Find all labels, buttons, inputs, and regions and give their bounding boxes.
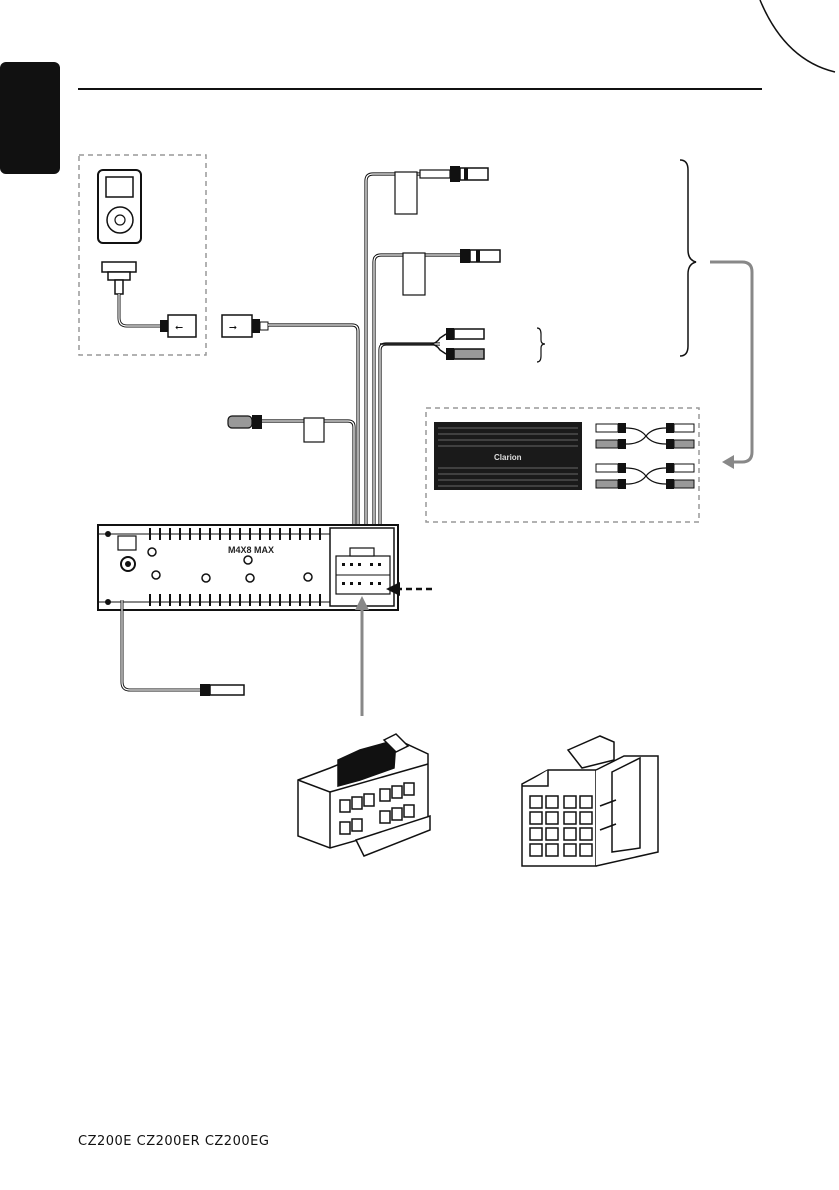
iso-connector-left-icon: [298, 734, 430, 856]
usb-plug-icon: ⭢: [222, 315, 268, 337]
amplifier-route-arrow: [710, 262, 752, 462]
small-brace: [537, 328, 545, 362]
rca-connector-icon: [420, 166, 488, 182]
ipod-cable: [119, 294, 160, 326]
dock-connector-icon: [102, 262, 136, 294]
amplifier-rca-plugs: [596, 423, 694, 489]
usb-plug-small-icon: ⭠: [160, 315, 196, 337]
head-unit-rear: M4X8 MAX: [98, 525, 398, 610]
cable-tag: [395, 172, 417, 214]
amplifier-brand-label: Clarion: [494, 453, 522, 462]
amplifier-icon: Clarion: [434, 422, 582, 490]
rca-connector-icon: [460, 249, 500, 263]
cable-tag: [403, 253, 425, 295]
svg-text:⭢: ⭢: [229, 322, 237, 333]
head-unit-label: M4X8 MAX: [228, 545, 274, 555]
harness-cables: [260, 174, 460, 525]
large-brace: [680, 160, 696, 356]
cable-tag: [304, 418, 324, 442]
iso-connector-right-icon: [522, 736, 658, 866]
antenna-cable: [122, 600, 200, 690]
side-tab: [0, 62, 60, 174]
svg-text:⭠: ⭠: [175, 322, 183, 333]
iso-connector-callout: [355, 596, 369, 716]
ipod-icon: [98, 170, 141, 243]
rca-pair-icon: [380, 328, 484, 360]
page-corner-line: [760, 0, 835, 72]
amplifier-rca-cables: [626, 428, 666, 484]
footer-model-numbers: CZ200E CZ200ER CZ200EG: [78, 1134, 269, 1149]
rca-connector-icon: [228, 415, 262, 429]
antenna-plug-icon: [200, 684, 244, 696]
